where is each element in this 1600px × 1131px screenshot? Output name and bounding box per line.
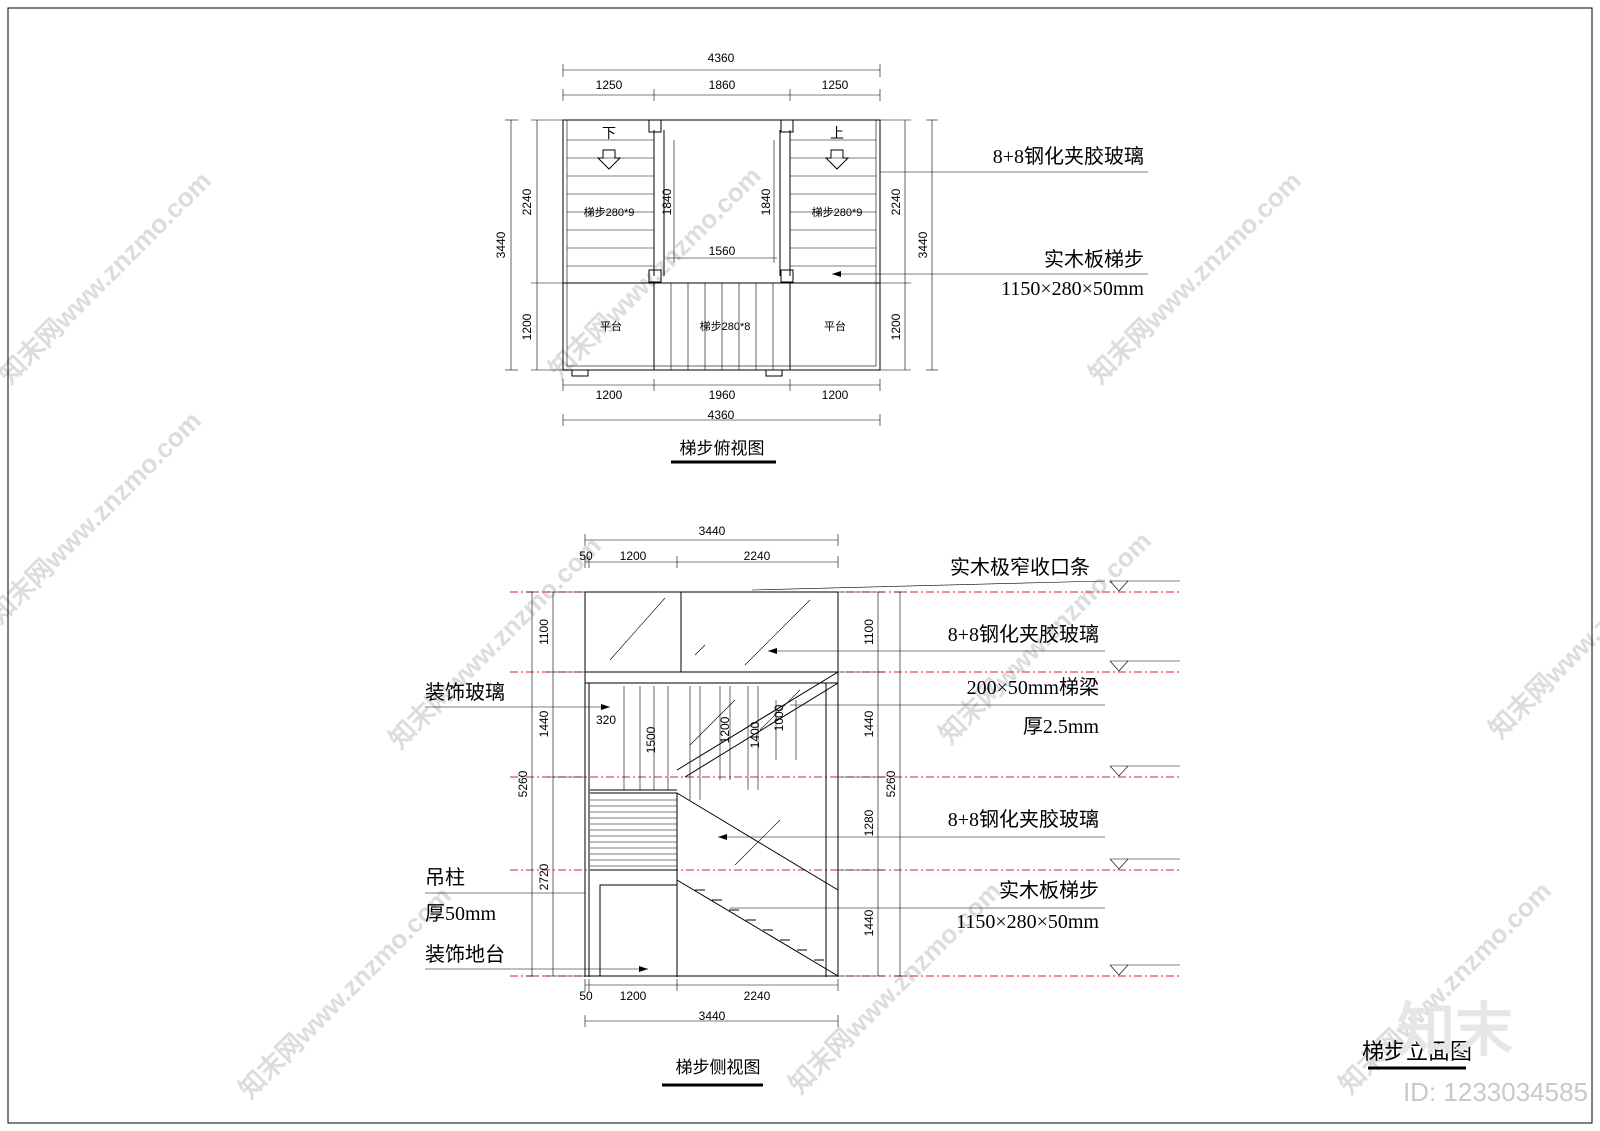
flight-left-label: 梯步280*9 — [584, 206, 635, 219]
down-label: 下 — [602, 125, 616, 141]
side-dim-top-total: 3440 — [699, 524, 726, 538]
side-dim-left-2: 1440 — [537, 710, 551, 737]
middle-flight — [670, 283, 774, 370]
tread-marks — [695, 889, 824, 961]
watermark: 知末网www.znzmo.com — [383, 530, 607, 754]
side-callout-trim: 实木极窄收口条 — [950, 556, 1090, 579]
side-callout-glass-1: 8+8钢化夹胶玻璃 — [948, 623, 1099, 646]
sheet-title: 梯步立面图 — [1362, 1039, 1472, 1064]
side-callout-decor-glass: 装饰玻璃 — [425, 681, 505, 704]
side-dim-right-3: 1280 — [862, 809, 876, 836]
side-dim-top-1: 50 — [579, 549, 593, 563]
watermark: 知末网www.znzmo.com — [1483, 520, 1600, 744]
post — [780, 119, 794, 133]
callout-tread-size: 1150×280×50mm — [1001, 278, 1144, 300]
dim-top-3: 1250 — [822, 78, 849, 92]
side-view-title: 梯步侧视图 — [676, 1058, 761, 1077]
side-callout-tread-size: 1150×280×50mm — [956, 911, 1099, 933]
side-callout-platform: 装饰地台 — [425, 943, 505, 966]
brand-logo: 知末 — [1397, 998, 1513, 1063]
down-arrow-icon — [596, 149, 622, 170]
side-dim-bottom-2: 1200 — [620, 989, 647, 1003]
side-callout-hanger-thick: 厚50mm — [425, 903, 497, 925]
id-label: ID: 1233034585 — [1403, 1077, 1588, 1107]
watermark: 知末网www.znzmo.com — [0, 405, 207, 629]
flight-right-label: 梯步280*9 — [812, 206, 863, 219]
dim-bottom-3: 1200 — [822, 388, 849, 402]
dim-right-1: 2240 — [889, 188, 903, 215]
flight-middle-label: 梯步280*8 — [700, 320, 751, 333]
dim-bottom-total: 4360 — [708, 408, 735, 422]
sheet-border — [7, 7, 1593, 1124]
side-callout-beam-thick: 厚2.5mm — [1023, 716, 1100, 738]
side-dim-bottom-1: 50 — [579, 989, 593, 1003]
dim-top-2: 1860 — [709, 78, 736, 92]
down-arrow-icon — [824, 149, 850, 170]
dim-inner-right: 1840 — [759, 188, 773, 215]
post — [780, 269, 794, 283]
watermark: 知末网www.znzmo.com — [1333, 875, 1557, 1099]
dim-left-total: 3440 — [494, 231, 508, 258]
inner-dim-3: 1200 — [718, 716, 732, 743]
inner-dim-4: 1400 — [748, 721, 762, 748]
side-callout-hanger: 吊柱 — [425, 866, 465, 889]
side-dim-top-3: 2240 — [744, 549, 771, 563]
side-dim-left-1: 1100 — [537, 619, 551, 645]
side-dim-right-1: 1100 — [862, 619, 876, 645]
lower-flight — [590, 799, 677, 867]
decor-glass-slats — [623, 686, 797, 800]
side-dim-bottom-total: 3440 — [699, 1009, 726, 1023]
landing-left-label: 平台 — [600, 319, 622, 333]
side-callout-tread: 实木板梯步 — [999, 879, 1099, 902]
watermark: 知末网www.znzmo.com — [783, 875, 1007, 1099]
top-view: 4360 1250 1860 1250 3440 2240 1200 2240 … — [494, 51, 1148, 464]
dim-left-2: 1200 — [520, 313, 534, 340]
dim-top-total: 4360 — [708, 51, 735, 65]
side-dim-bottom-3: 2240 — [744, 989, 771, 1003]
level-marker — [1109, 580, 1180, 976]
watermark: 知末网www.znzmo.com — [233, 880, 457, 1104]
dim-left-1: 2240 — [520, 188, 534, 215]
callout-tread: 实木板梯步 — [1044, 248, 1144, 271]
dim-bottom-2: 1960 — [709, 388, 736, 402]
up-label: 上 — [830, 125, 844, 141]
callout-glass: 8+8钢化夹胶玻璃 — [993, 145, 1144, 168]
inner-dim-5: 1000 — [772, 704, 786, 731]
side-dim-right-4: 1440 — [862, 909, 876, 936]
top-view-title: 梯步俯视图 — [680, 439, 765, 458]
side-dim-right-2: 1440 — [862, 710, 876, 737]
post — [648, 269, 662, 283]
dim-top-1: 1250 — [596, 78, 623, 92]
side-callout-beam: 200×50mm梯梁 — [967, 676, 1099, 699]
dim-right-2: 1200 — [889, 313, 903, 340]
side-dim-right-total: 5260 — [884, 770, 898, 797]
side-dim-left-total: 5260 — [516, 770, 530, 797]
side-view: 3440 50 1200 2240 5260 1100 1440 2720 — [425, 524, 1180, 1087]
watermark: 知末网www.znzmo.com — [0, 165, 217, 389]
right-flight — [790, 139, 876, 267]
dim-bottom-1: 1200 — [596, 388, 623, 402]
left-flight — [567, 139, 654, 267]
dim-inner-width: 1560 — [709, 244, 736, 258]
side-callout-glass-2: 8+8钢化夹胶玻璃 — [948, 808, 1099, 831]
inner-dim-1: 320 — [596, 713, 616, 727]
landing-right-label: 平台 — [824, 319, 846, 333]
side-dim-left-3: 2720 — [537, 863, 551, 890]
post — [648, 119, 662, 133]
dim-right-total: 3440 — [916, 231, 930, 258]
dim-inner-left: 1840 — [660, 188, 674, 215]
side-dim-top-2: 1200 — [620, 549, 647, 563]
inner-dim-2: 1500 — [644, 726, 658, 753]
watermark-layer: 知末网www.znzmo.com 知末网www.znzmo.com 知末网www… — [0, 160, 1600, 1104]
